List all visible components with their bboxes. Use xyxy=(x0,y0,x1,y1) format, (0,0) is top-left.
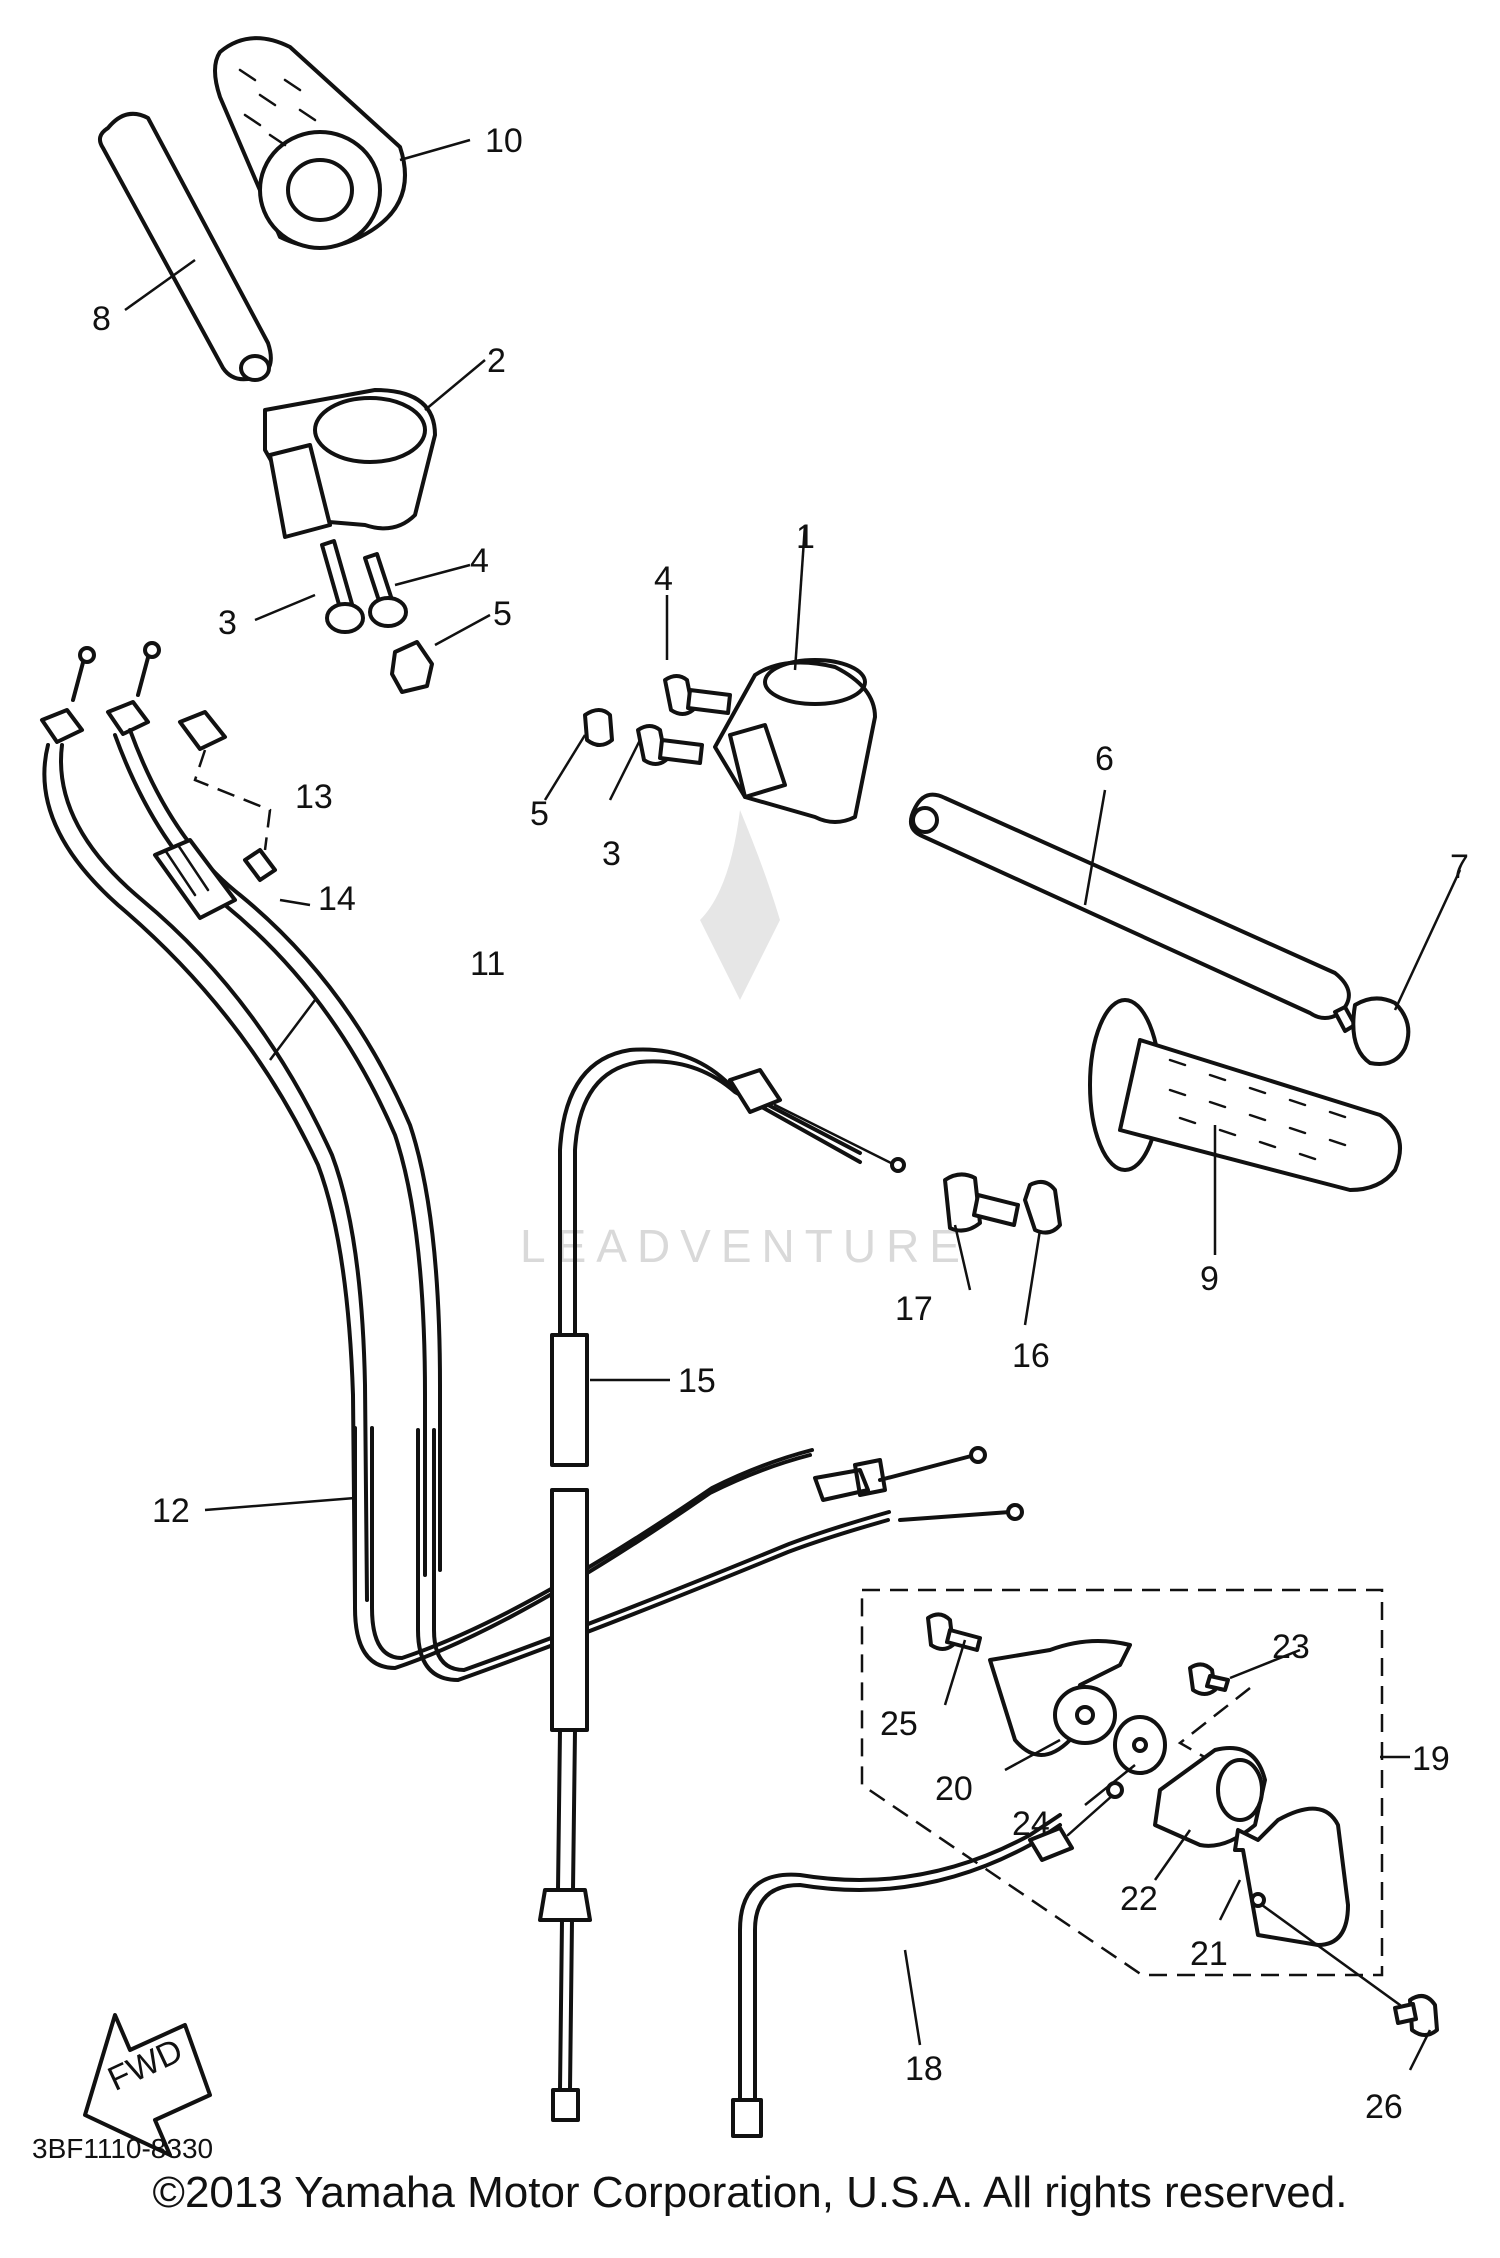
label-part-5a: 5 xyxy=(493,595,512,633)
part-bolt-right-b[interactable] xyxy=(636,724,704,766)
part-bolt-left-b[interactable] xyxy=(363,552,408,628)
label-part-17: 17 xyxy=(895,1290,933,1328)
label-part-7: 7 xyxy=(1450,848,1469,886)
part-nut-right[interactable] xyxy=(583,708,614,747)
part-grip-right[interactable] xyxy=(1088,998,1402,1192)
part-bracket-21[interactable] xyxy=(1233,1806,1350,1947)
label-part-18: 18 xyxy=(905,2050,943,2088)
label-part-15: 15 xyxy=(678,1362,716,1400)
label-part-11: 11 xyxy=(470,945,505,983)
label-part-13: 13 xyxy=(295,778,333,816)
label-part-22: 22 xyxy=(1120,1880,1158,1918)
part-small-bolt[interactable] xyxy=(243,848,277,882)
label-part-12: 12 xyxy=(152,1492,190,1530)
part-adjuster-bolt[interactable] xyxy=(943,1172,1020,1233)
part-switch-housing-left[interactable] xyxy=(263,388,437,539)
fwd-arrow-icon: FWD xyxy=(83,2013,212,2157)
copyright-notice: ©2013 Yamaha Motor Corporation, U.S.A. A… xyxy=(152,2168,1348,2217)
part-throttle-grip[interactable] xyxy=(213,36,407,250)
part-handlebar-left[interactable] xyxy=(97,111,273,382)
label-part-10: 10 xyxy=(485,122,523,160)
part-handlebar-right[interactable] xyxy=(909,792,1351,1020)
label-part-9: 9 xyxy=(1200,1260,1219,1298)
part-throttle-cables[interactable] xyxy=(42,728,1024,1682)
part-switch-housing-right[interactable] xyxy=(713,658,877,824)
part-bolt-right-a[interactable] xyxy=(663,674,732,716)
part-adjuster-nut[interactable] xyxy=(1023,1179,1062,1235)
leader-13-14 xyxy=(193,749,272,851)
part-housing-22[interactable] xyxy=(1153,1746,1267,1848)
part-screw-25[interactable] xyxy=(926,1612,982,1652)
watermark-logo-icon xyxy=(700,810,780,1000)
part-bolt-left-a[interactable] xyxy=(320,539,365,634)
leader-26-axis xyxy=(1260,1903,1402,2007)
label-part-2: 2 xyxy=(487,342,506,380)
label-part-4a: 4 xyxy=(470,542,489,580)
part-cable-18[interactable] xyxy=(731,1781,1124,2138)
label-part-25: 25 xyxy=(880,1705,918,1743)
part-nut-left[interactable] xyxy=(390,640,434,694)
watermark: LEADVENTURE xyxy=(520,810,970,1272)
part-starter-cable[interactable] xyxy=(538,1047,906,2122)
leader-lines xyxy=(124,138,1462,2071)
label-part-8: 8 xyxy=(92,300,111,338)
label-part-23: 23 xyxy=(1272,1628,1310,1666)
part-cable-adjuster[interactable] xyxy=(178,710,227,751)
label-part-5b: 5 xyxy=(530,795,549,833)
part-lever-20[interactable] xyxy=(988,1639,1132,1757)
label-part-19: 19 xyxy=(1412,1740,1450,1778)
label-part-21: 21 xyxy=(1190,1935,1228,1973)
diagram-code: 3BF1110-8330 xyxy=(32,2133,213,2164)
assembly-19-outline xyxy=(860,1588,1384,1977)
part-throttle-cable-ends xyxy=(40,641,161,744)
label-part-3a: 3 xyxy=(218,604,237,642)
part-washer-24[interactable] xyxy=(1113,1715,1167,1775)
part-number-labels: 10 8 2 3 4 5 4 1 5 3 6 7 13 14 11 9 17 1… xyxy=(32,122,1469,2164)
part-bar-end[interactable] xyxy=(1333,996,1411,1066)
label-part-1: 1 xyxy=(796,518,815,556)
watermark-text: LEADVENTURE xyxy=(520,1220,970,1272)
label-part-14: 14 xyxy=(318,880,356,918)
label-part-4b: 4 xyxy=(654,560,673,598)
label-part-26: 26 xyxy=(1365,2088,1403,2126)
label-part-24: 24 xyxy=(1012,1805,1050,1843)
label-part-20: 20 xyxy=(935,1770,973,1808)
label-part-3b: 3 xyxy=(602,835,621,873)
label-part-6: 6 xyxy=(1095,740,1114,778)
part-screw-23[interactable] xyxy=(1188,1662,1230,1696)
part-bolt-26[interactable] xyxy=(1393,1994,1439,2037)
label-part-16: 16 xyxy=(1012,1337,1050,1375)
